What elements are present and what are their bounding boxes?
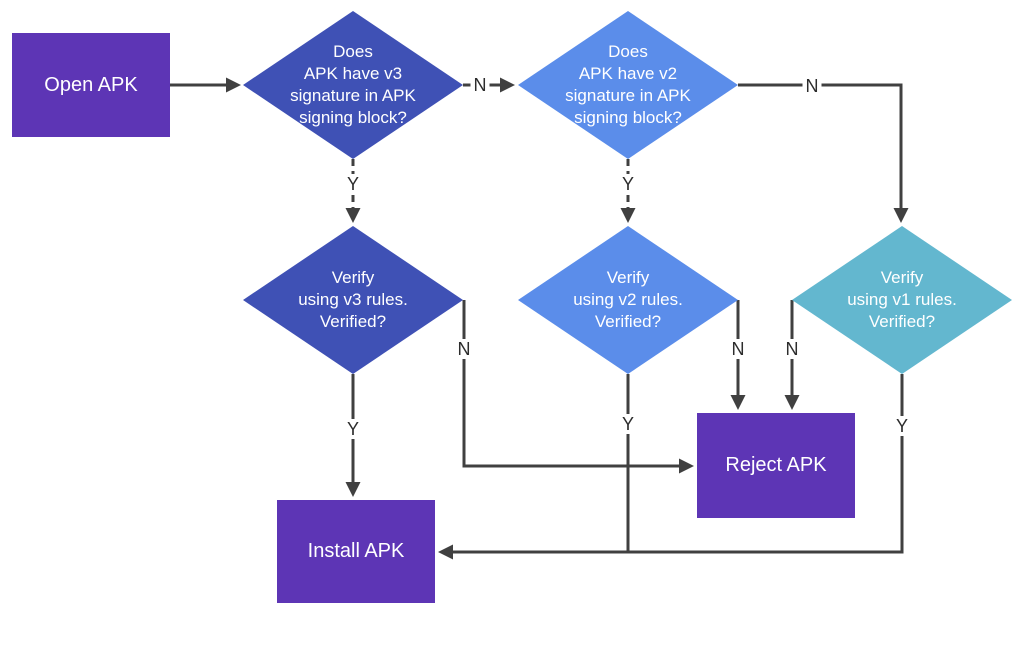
edge-v2check-no-to-v1verify: [738, 83, 909, 223]
edge-label-v2verify-no: N: [728, 339, 748, 359]
edge-label-v1verify-yes: Y: [892, 416, 912, 436]
node-install-apk-label: Install APK: [307, 540, 405, 562]
node-v1-verify: Verify using v1 rules. Verified?: [792, 226, 1012, 374]
node-v3-verify: Verify using v3 rules. Verified?: [243, 226, 463, 374]
node-reject-apk: Reject APK: [697, 413, 855, 518]
node-open-apk-label: Open APK: [44, 73, 138, 96]
edge-label-v3verify-yes: Y: [343, 419, 363, 439]
edge-label-v2verify-yes: Y: [618, 414, 638, 434]
node-reject-apk-label: Reject APK: [725, 454, 827, 476]
node-install-apk: Install APK: [277, 500, 435, 603]
node-v3-signature-check: Does APK have v3 signature in APK signin…: [243, 11, 463, 159]
node-v1-verify-label: Verify using v1 rules. Verified?: [847, 268, 957, 331]
edge-label-v1verify-no: N: [782, 339, 802, 359]
edge-label-v3check-yes: Y: [343, 174, 363, 194]
edge-label-v2check-no: N: [802, 76, 822, 96]
node-v3-signature-check-label: Does APK have v3 signature in APK signin…: [290, 42, 416, 127]
edge-label-v3check-no: N: [470, 75, 490, 95]
node-v2-signature-check: Does APK have v2 signature in APK signin…: [518, 11, 738, 159]
node-v2-verify-label: Verify using v2 rules. Verified?: [573, 268, 683, 331]
edge-label-v3verify-no: N: [454, 339, 474, 359]
node-v2-signature-check-label: Does APK have v2 signature in APK signin…: [565, 42, 691, 127]
node-v3-verify-label: Verify using v3 rules. Verified?: [298, 268, 408, 331]
node-v2-verify: Verify using v2 rules. Verified?: [518, 226, 738, 374]
edge-label-v2check-yes: Y: [618, 174, 638, 194]
node-open-apk: Open APK: [12, 33, 170, 137]
